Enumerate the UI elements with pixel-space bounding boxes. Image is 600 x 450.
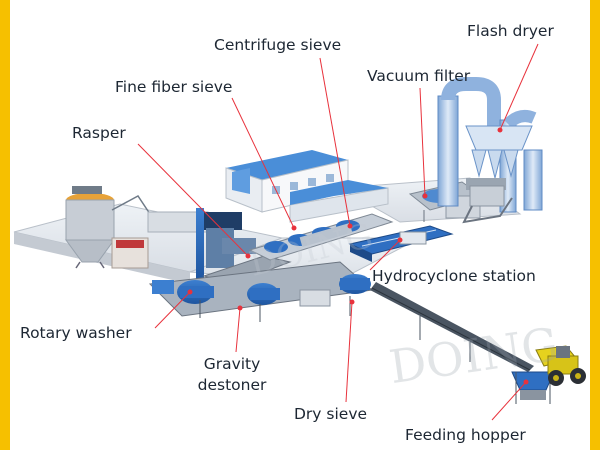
flash-dryer	[437, 77, 543, 224]
leader-centrifuge-sieve	[319, 57, 351, 227]
wheel-loader-icon	[535, 345, 586, 386]
leader-hydrocyclone-station	[369, 239, 401, 271]
dot-dry-sieve	[349, 299, 355, 305]
left-frame-bar	[0, 0, 10, 450]
label-fine-fiber-sieve: Fine fiber sieve	[115, 78, 233, 96]
label-flash-dryer: Flash dryer	[467, 22, 554, 40]
dot-feeding-hopper	[523, 379, 529, 385]
dot-gravity-destoner	[237, 305, 243, 311]
dot-centrifuge-sieve	[347, 223, 353, 229]
right-frame-bar	[590, 0, 600, 450]
dot-rasper	[245, 253, 251, 259]
main-building	[225, 150, 389, 223]
leader-rotary-washer	[154, 291, 191, 329]
dot-fine-fiber-sieve	[291, 225, 297, 231]
leader-fine-fiber-sieve	[231, 97, 295, 229]
dot-flash-dryer	[497, 127, 503, 133]
leader-dots	[187, 127, 529, 385]
label-vacuum-filter: Vacuum filter	[367, 67, 471, 85]
leader-dry-sieve	[345, 301, 353, 403]
label-hydrocyclone-station: Hydrocyclone station	[372, 267, 536, 285]
label-feeding-hopper: Feeding hopper	[405, 426, 526, 444]
label-rasper: Rasper	[72, 124, 126, 142]
label-gravity-destoner-line2: destoner	[197, 375, 267, 394]
dot-vacuum-filter	[422, 193, 428, 199]
sieve-row	[248, 213, 394, 261]
label-gravity-destoner: Gravity destoner	[182, 354, 282, 396]
leader-gravity-destoner	[235, 307, 241, 353]
leader-vacuum-filter	[419, 87, 426, 197]
dot-rotary-washer	[187, 289, 193, 295]
leader-rasper	[137, 143, 249, 257]
leader-flash-dryer	[499, 43, 539, 131]
label-rotary-washer: Rotary washer	[20, 324, 132, 342]
label-gravity-destoner-line1: Gravity	[203, 355, 261, 373]
washing-line	[148, 261, 374, 322]
leader-feeding-hopper	[491, 381, 527, 421]
leader-lines	[137, 43, 539, 421]
label-centrifuge-sieve: Centrifuge sieve	[214, 36, 342, 54]
dot-hydrocyclone-station	[397, 237, 403, 243]
storage-tank	[65, 186, 209, 269]
label-dry-sieve: Dry sieve	[294, 405, 368, 423]
